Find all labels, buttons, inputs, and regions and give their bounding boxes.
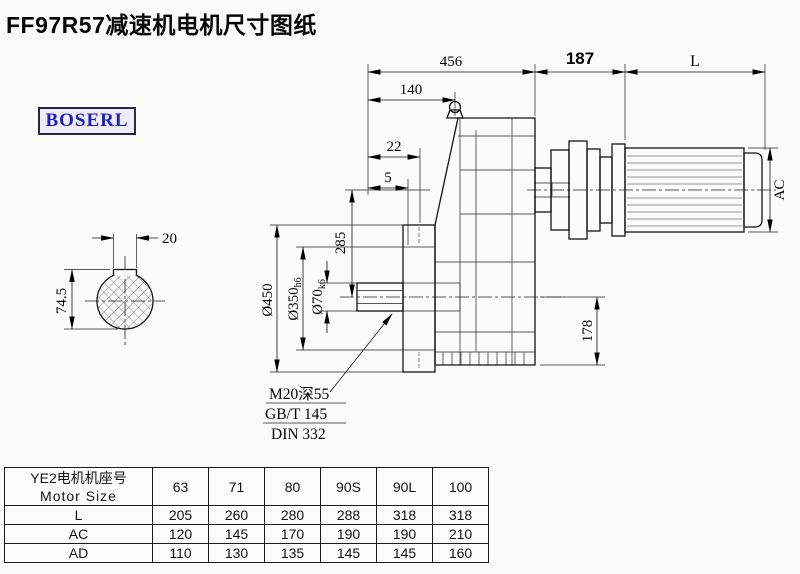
row-label-AC: AC xyxy=(4,524,153,544)
motor-fins xyxy=(627,155,742,227)
centerlines xyxy=(85,189,776,346)
gearbox-detail-lines xyxy=(263,118,570,424)
table-cell: 288 xyxy=(320,505,377,525)
dim-20: 20 xyxy=(162,231,177,247)
dim-178: 178 xyxy=(580,320,596,343)
note-leader-line xyxy=(329,313,393,393)
table-header-row: YE2电机机座号 Motor Size 63 71 80 90S 90L 100 xyxy=(4,467,489,506)
table-header-cn: YE2电机机座号 xyxy=(30,469,127,486)
table-cell: 280 xyxy=(264,505,321,525)
shaft-section-detail xyxy=(96,268,154,330)
gear-housing xyxy=(434,117,536,366)
table-row-AD: AD 110 130 135 145 145 160 xyxy=(4,543,489,563)
table-cell: 145 xyxy=(376,543,433,563)
table-cell: 170 xyxy=(264,524,321,544)
brand-logo: BOSERL xyxy=(38,107,136,135)
dim-5: 5 xyxy=(384,170,392,186)
dim-74-5: 74.5 xyxy=(54,288,70,314)
table-header-cell: YE2电机机座号 Motor Size xyxy=(4,467,153,506)
size-col-63: 63 xyxy=(152,467,209,506)
size-col-71: 71 xyxy=(208,467,265,506)
brand-logo-text: BOSERL xyxy=(45,110,129,131)
table-cell: 135 xyxy=(264,543,321,563)
table-cell: 145 xyxy=(320,543,377,563)
table-cell: 260 xyxy=(208,505,265,525)
size-col-90s: 90S xyxy=(320,467,377,506)
dim-187: 187 xyxy=(566,49,594,68)
note-din-standard: DIN 332 xyxy=(271,426,326,443)
table-row-AC: AC 120 145 170 190 190 210 xyxy=(4,524,489,544)
note-m20-thread: M20深55 xyxy=(269,385,330,403)
size-col-80: 80 xyxy=(264,467,321,506)
dim-dia70-sub: k6 xyxy=(317,279,328,289)
dim-dia450: Ø450 xyxy=(260,283,276,316)
dim-dia350-sub: h6 xyxy=(293,277,304,287)
dimension-lines xyxy=(69,69,773,393)
row-label-AD: AD xyxy=(4,543,153,563)
shaft-bore-circle xyxy=(96,272,154,330)
table-cell: 190 xyxy=(376,524,433,544)
dim-AC: AC xyxy=(772,180,788,201)
row-label-L: L xyxy=(4,505,153,525)
keyway-mask xyxy=(114,268,136,276)
dim-140: 140 xyxy=(400,82,423,98)
table-cell: 145 xyxy=(208,524,265,544)
size-col-90l: 90L xyxy=(376,467,433,506)
dim-dia70: Ø70k6 xyxy=(310,279,328,315)
note-gbt-standard: GB/T 145 xyxy=(265,406,327,423)
dim-456: 456 xyxy=(440,54,463,70)
dim-L: L xyxy=(690,53,700,70)
motor-size-table: YE2电机机座号 Motor Size 63 71 80 90S 90L 100… xyxy=(4,467,489,563)
table-header-en: Motor Size xyxy=(40,487,117,504)
table-cell: 160 xyxy=(432,543,489,563)
table-cell: 190 xyxy=(320,524,377,544)
table-cell: 318 xyxy=(432,505,489,525)
dim-22: 22 xyxy=(387,139,402,155)
table-cell: 120 xyxy=(152,524,209,544)
dimension-labels: 456 187 L 140 22 5 285 Ø450 Ø350h6 Ø70k6… xyxy=(54,49,788,443)
table-cell: 210 xyxy=(432,524,489,544)
hollow-output-shaft xyxy=(356,282,404,312)
table-cell: 110 xyxy=(152,543,209,563)
fan-cover xyxy=(743,152,763,228)
motor-assembly-outline xyxy=(534,140,763,240)
dim-dia70-main: Ø70 xyxy=(310,289,326,315)
gearbox-outline xyxy=(356,100,536,373)
size-col-100: 100 xyxy=(432,467,489,506)
dim-285: 285 xyxy=(333,232,349,255)
page-title: FF97R57减速机电机尺寸图纸 xyxy=(6,12,317,38)
table-cell: 318 xyxy=(376,505,433,525)
extension-lines xyxy=(64,64,778,373)
dim-dia350: Ø350h6 xyxy=(286,277,304,320)
table-cell: 205 xyxy=(152,505,209,525)
keyway-slot xyxy=(112,268,138,276)
dim-dia350-main: Ø350 xyxy=(286,287,302,320)
table-cell: 130 xyxy=(208,543,265,563)
table-row-L: L 205 260 280 288 318 318 xyxy=(4,505,489,525)
